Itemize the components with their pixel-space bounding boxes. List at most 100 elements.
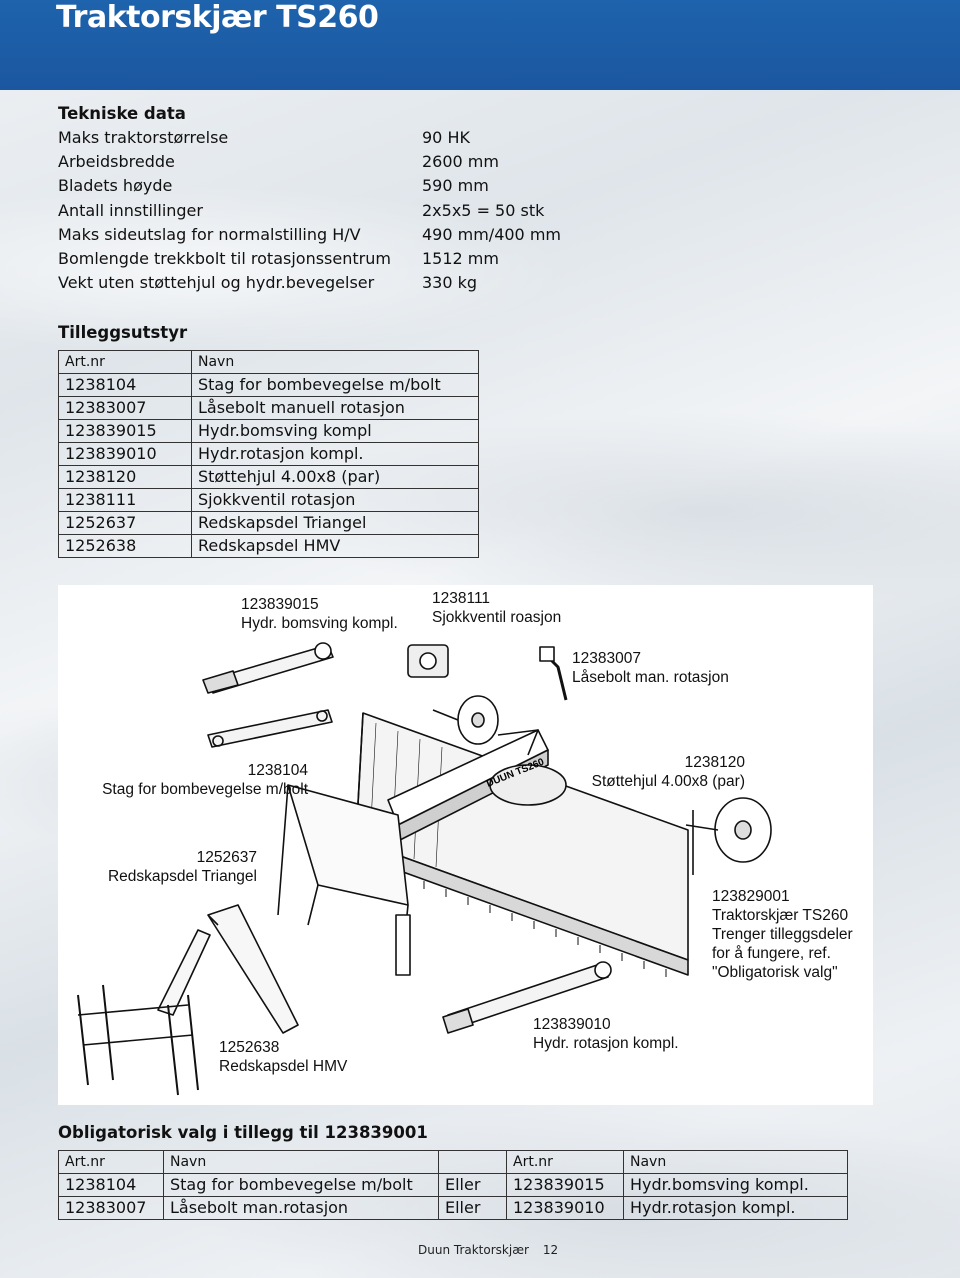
cell-art2: 123839015: [506, 1173, 624, 1197]
lock-bolt: [539, 646, 568, 701]
cell-art: 1238104: [58, 1173, 164, 1197]
column-header-or: [438, 1150, 507, 1174]
a-frame: [277, 784, 411, 976]
cell-or: Eller: [438, 1196, 507, 1220]
cell-art: 1252638: [58, 534, 192, 558]
spec-label: Vekt uten støttehjul og hydr.bevegelser: [58, 273, 375, 293]
cell-art: 1238111: [58, 488, 192, 512]
cell-name: Hydr.rotasjon kompl.: [191, 442, 479, 466]
blade-wheel: [432, 695, 499, 745]
spec-row: Bomlengde trekkbolt til rotasjonssentrum…: [58, 247, 598, 271]
page-number: 12: [542, 1243, 559, 1257]
spec-label: Bladets høyde: [58, 176, 173, 196]
shock-valve: [407, 644, 449, 678]
accessories-heading: Tilleggsutstyr: [58, 323, 188, 342]
tech-data-list: Maks traktorstørrelse 90 HK Arbeidsbredde…: [58, 126, 598, 295]
support-wheel: [685, 797, 772, 875]
footer-brand: Duun Traktorskjær: [418, 1243, 529, 1257]
parts-drawing: DUUN TS260: [77, 642, 772, 1096]
column-header-name: Navn: [163, 1150, 439, 1174]
mandatory-table: Art.nr Navn Art.nr Navn 1238104 Stag for…: [58, 1150, 848, 1220]
cell-art: 123839010: [58, 442, 192, 466]
cell-name: Redskapsdel HMV: [191, 534, 479, 558]
stay-bar: [207, 709, 333, 748]
spec-row: Vekt uten støttehjul og hydr.bevegelser 3…: [58, 271, 598, 295]
table-row: 1238104 Stag for bombevegelse m/bolt Ell…: [58, 1173, 848, 1197]
spec-row: Antall innstillinger 2x5x5 = 50 stk: [58, 199, 598, 223]
cell-name: Låsebolt man.rotasjon: [163, 1196, 439, 1220]
cell-name: Støttehjul 4.00x8 (par): [191, 465, 479, 489]
table-header-row: Art.nr Navn Art.nr Navn: [58, 1150, 848, 1174]
spec-label: Bomlengde trekkbolt til rotasjonssentrum: [58, 248, 391, 268]
spec-value: 2600 mm: [422, 152, 499, 172]
spec-row: Arbeidsbredde 2600 mm: [58, 150, 598, 174]
tech-data-heading: Tekniske data: [58, 104, 186, 123]
column-header-art2: Art.nr: [506, 1150, 624, 1174]
table-row: 12383007 Låsebolt man.rotasjon Eller 123…: [58, 1196, 848, 1220]
cell-name: Stag for bombevegelse m/bolt: [191, 373, 479, 397]
cell-art: 1238120: [58, 465, 192, 489]
spec-value: 590 mm: [422, 176, 489, 196]
triangle-tool: [157, 904, 299, 1034]
spec-value: 490 mm/400 mm: [422, 224, 561, 244]
spec-label: Antall innstillinger: [58, 200, 203, 220]
cell-or: Eller: [438, 1173, 507, 1197]
spec-row: Maks sideutslag for normalstilling H/V 49…: [58, 223, 598, 247]
cell-art: 12383007: [58, 1196, 164, 1220]
spec-label: Maks traktorstørrelse: [58, 128, 229, 147]
title-banner: Traktorskjær TS260: [0, 0, 960, 90]
spec-row: Bladets høyde 590 mm: [58, 174, 598, 198]
swing-cylinder: [202, 642, 334, 694]
column-header-name2: Navn: [623, 1150, 848, 1174]
page-footer: Duun Traktorskjær 12: [418, 1243, 558, 1257]
table-header-row: Art.nr Navn: [58, 350, 479, 374]
rotation-disk: [489, 764, 567, 806]
column-header-name: Navn: [191, 350, 479, 374]
rotation-cylinder: [442, 961, 612, 1034]
plow-blade: [355, 712, 689, 977]
column-header-art: Art.nr: [58, 1150, 164, 1174]
cell-art: 12383007: [58, 396, 192, 420]
spec-row: Maks traktorstørrelse 90 HK: [58, 126, 598, 150]
cell-name: Redskapsdel Triangel: [191, 511, 479, 535]
page-title: Traktorskjær TS260: [56, 0, 379, 35]
spec-value: 330 kg: [422, 273, 478, 293]
spec-label: Maks sideutslag for normalstilling H/V: [58, 224, 361, 244]
column-header-art: Art.nr: [58, 350, 192, 374]
cell-name: Låsebolt manuell rotasjon: [191, 396, 479, 420]
cell-art: 1238104: [58, 373, 192, 397]
spec-value: 1512 mm: [422, 248, 499, 268]
hmv-tool: [77, 984, 199, 1096]
cell-name2: Hydr.bomsving kompl.: [623, 1173, 848, 1197]
mandatory-heading: Obligatorisk valg i tillegg til 12383900…: [58, 1123, 428, 1142]
cell-art: 123839015: [58, 419, 192, 443]
cell-name: Sjokkventil rotasjon: [191, 488, 479, 512]
cell-name2: Hydr.rotasjon kompl.: [623, 1196, 848, 1220]
cell-art2: 123839010: [506, 1196, 624, 1220]
spec-value: 90 HK: [422, 128, 470, 147]
spec-value: 2x5x5 = 50 stk: [422, 200, 545, 220]
spec-label: Arbeidsbredde: [58, 152, 175, 172]
cell-art: 1252637: [58, 511, 192, 535]
cell-name: Stag for bombevegelse m/bolt: [163, 1173, 439, 1197]
cell-name: Hydr.bomsving kompl: [191, 419, 479, 443]
